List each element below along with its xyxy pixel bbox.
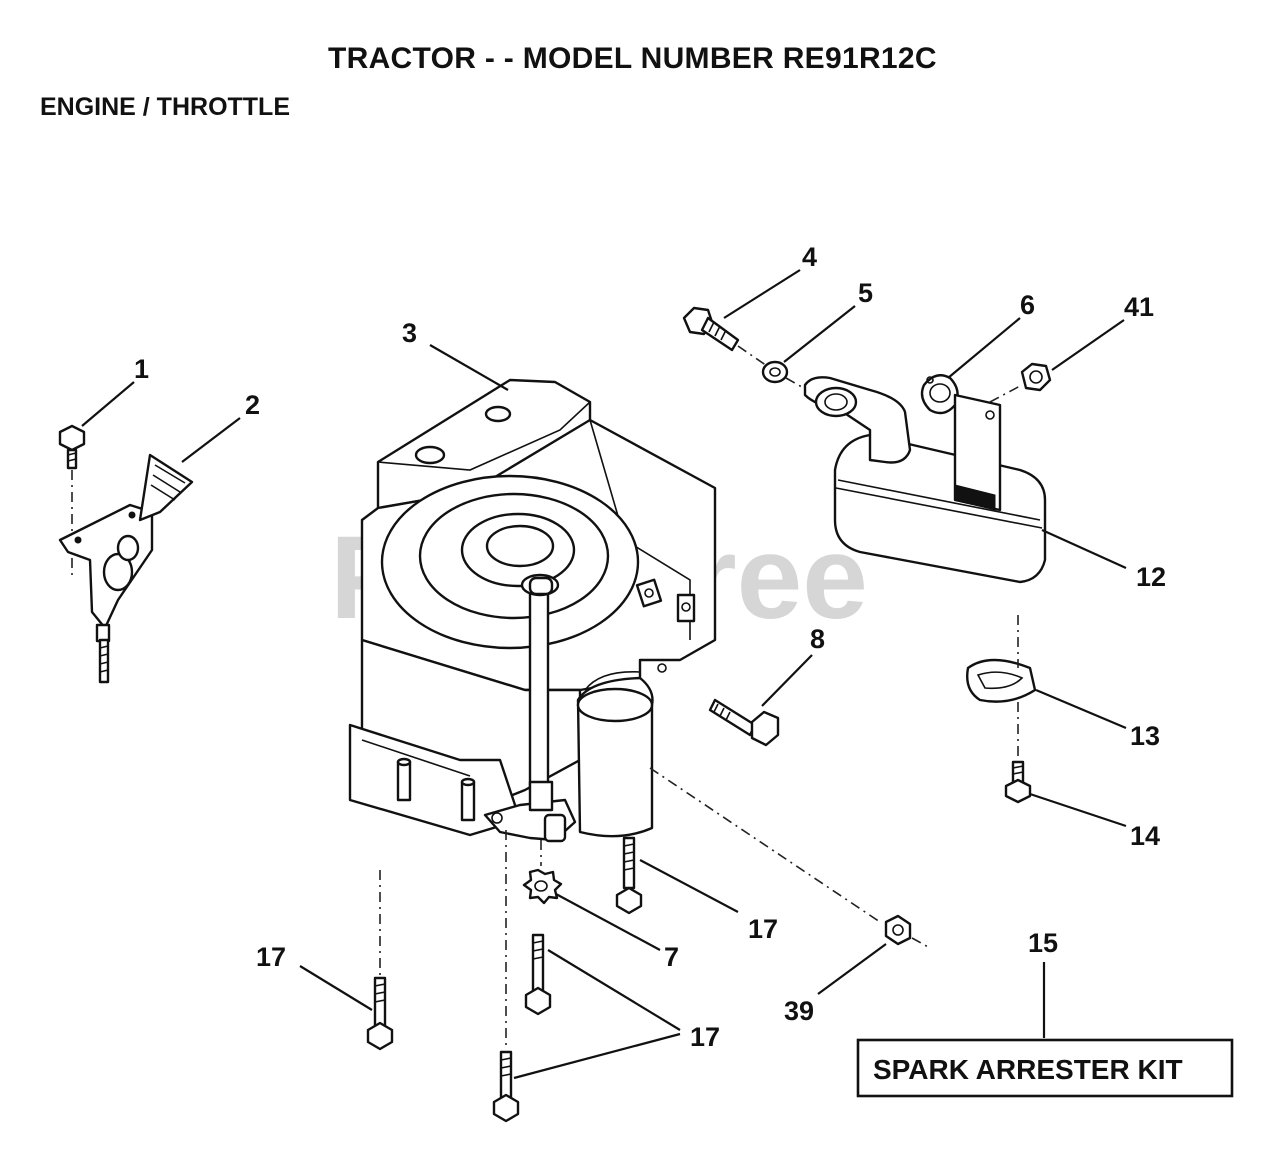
callout-17-bottom: 17 xyxy=(690,1022,720,1052)
part-17-bolt-upper-right[interactable] xyxy=(615,836,643,915)
callout-13: 13 xyxy=(1130,721,1160,751)
callout-41: 41 xyxy=(1124,292,1154,322)
callout-4: 4 xyxy=(802,242,817,272)
part-17-bolt-left[interactable] xyxy=(366,870,394,1051)
part-14-screw[interactable] xyxy=(1004,760,1032,804)
callout-15: 15 xyxy=(1028,928,1058,958)
callout-39: 39 xyxy=(784,996,814,1026)
part-6-muffler-gasket[interactable] xyxy=(920,374,959,415)
callout-17-left: 17 xyxy=(256,942,286,972)
callout-7: 7 xyxy=(664,942,679,972)
part-8-engine-bolt[interactable] xyxy=(708,698,780,747)
callout-1: 1 xyxy=(134,354,149,384)
callout-12: 12 xyxy=(1136,562,1166,592)
part-1-bolt[interactable] xyxy=(58,424,86,580)
callout-14: 14 xyxy=(1130,821,1160,851)
part-7-star-washer[interactable] xyxy=(522,840,563,905)
callout-8: 8 xyxy=(810,624,825,654)
part-13-heat-shield[interactable] xyxy=(966,615,1037,762)
callout-5: 5 xyxy=(858,278,873,308)
callout-6: 6 xyxy=(1020,290,1035,320)
part-17-bolt-bottom[interactable] xyxy=(492,830,520,1123)
part-2-throttle-control[interactable] xyxy=(58,453,194,684)
callout-2: 2 xyxy=(245,390,260,420)
part-39-nut[interactable] xyxy=(649,767,931,949)
diagram-title: TRACTOR - - MODEL NUMBER RE91R12C xyxy=(328,42,937,75)
part-17-bolt-center[interactable] xyxy=(524,933,552,1016)
leader-lines xyxy=(81,269,1127,1080)
part-4-muffler-bolt[interactable] xyxy=(682,306,771,369)
callout-17-right: 17 xyxy=(748,914,778,944)
part-12-muffler[interactable] xyxy=(803,376,1047,584)
part-3-engine[interactable] xyxy=(348,378,717,843)
spark-arrester-kit-label: SPARK ARRESTER KIT xyxy=(873,1054,1183,1085)
spark-arrester-kit-box[interactable]: SPARK ARRESTER KIT xyxy=(856,1038,1234,1098)
section-title: ENGINE / THROTTLE xyxy=(40,93,290,121)
part-41-nut[interactable] xyxy=(989,362,1052,403)
callout-3: 3 xyxy=(402,318,417,348)
